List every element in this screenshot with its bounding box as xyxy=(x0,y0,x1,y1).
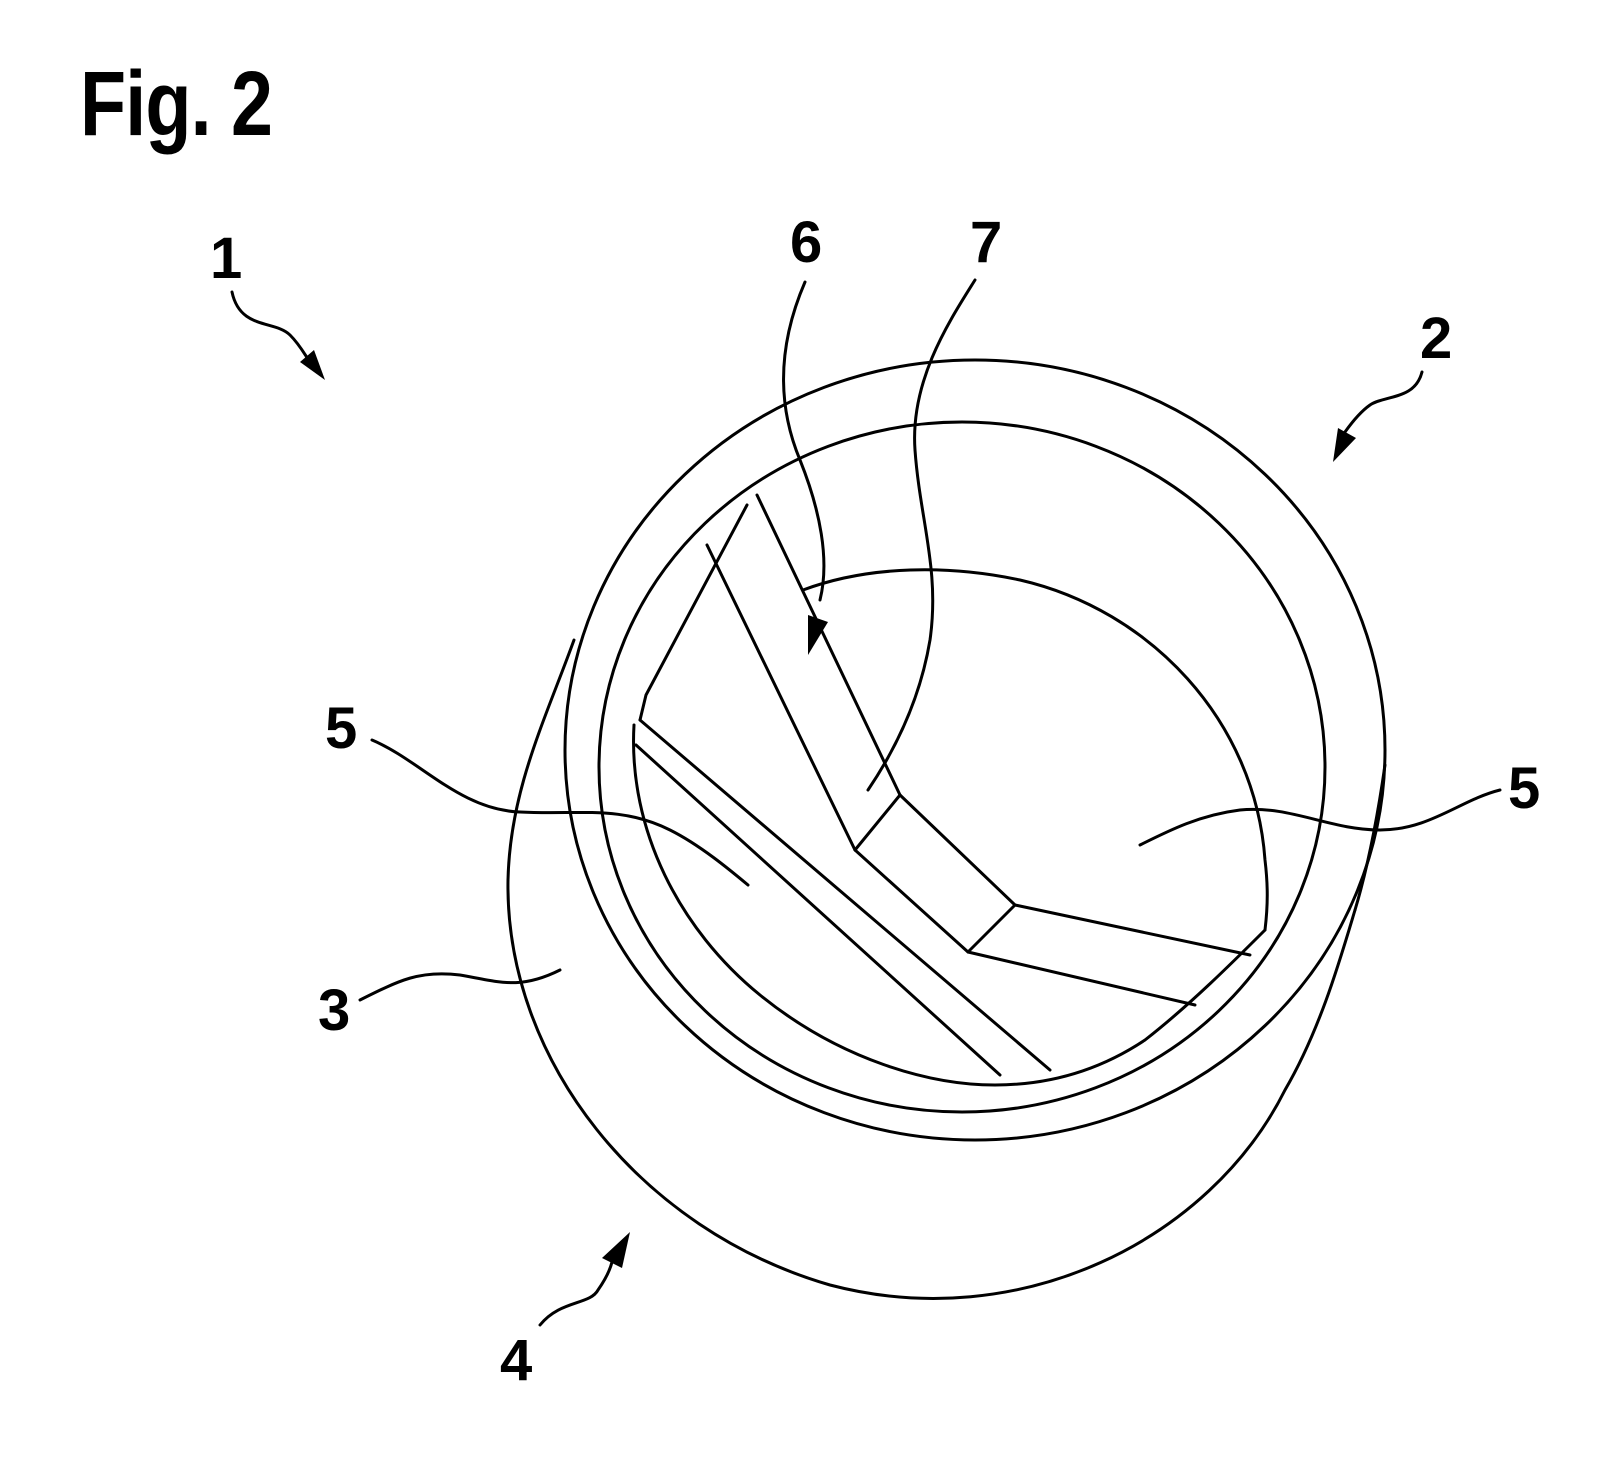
leader-7 xyxy=(866,278,977,792)
ref-7: 7 xyxy=(866,210,1002,792)
arrow-2 xyxy=(1333,428,1356,462)
outer-rim xyxy=(563,358,1387,1142)
groove-upper-face xyxy=(638,503,749,722)
bore-front-wall xyxy=(632,723,1267,1087)
ref-label-5-left: 5 xyxy=(325,696,357,761)
groove-step xyxy=(853,793,902,852)
channel-line-3 xyxy=(966,950,1197,1007)
figure-title: Fig. 2 xyxy=(80,53,273,155)
cylinder-body xyxy=(506,638,1387,1300)
ref-label-5-right: 5 xyxy=(1508,756,1540,821)
ref-6: 6 xyxy=(782,210,828,655)
ref-3: 3 xyxy=(318,968,562,1043)
ref-label-7: 7 xyxy=(970,210,1002,275)
arrow-4 xyxy=(602,1232,630,1268)
ref-label-2: 2 xyxy=(1420,306,1452,371)
ref-label-4: 4 xyxy=(500,1328,532,1393)
ref-4: 4 xyxy=(500,1232,630,1393)
ref-label-6: 6 xyxy=(790,210,822,275)
arrow-6 xyxy=(808,615,828,655)
groove-wall-2 xyxy=(755,493,902,797)
leader-1 xyxy=(230,290,312,364)
leader-6 xyxy=(782,280,826,602)
cylinder-left-edge xyxy=(506,638,576,882)
cylinder-bottom-contour xyxy=(506,878,1357,1300)
channel-line-2 xyxy=(853,848,1017,954)
groove-wall-1 xyxy=(705,543,857,852)
ref-label-1: 1 xyxy=(210,226,242,291)
ref-1: 1 xyxy=(210,226,325,380)
diagonal-groove-2 xyxy=(634,743,1002,1077)
diagonal-groove-1 xyxy=(638,718,1052,1072)
ref-2: 2 xyxy=(1333,306,1452,462)
leader-5-left xyxy=(370,738,750,887)
ref-5-right: 5 xyxy=(1138,756,1540,847)
groove-structure xyxy=(634,493,1252,1077)
ref-5-left: 5 xyxy=(325,696,750,887)
leader-2 xyxy=(1343,370,1424,434)
leader-3 xyxy=(358,968,562,1002)
leader-4 xyxy=(538,1260,614,1327)
inner-rim xyxy=(597,420,1327,1114)
arrow-1 xyxy=(300,350,325,380)
ref-label-3: 3 xyxy=(318,978,350,1043)
bore-back-wall xyxy=(801,568,1269,932)
leader-5-right xyxy=(1138,788,1502,847)
